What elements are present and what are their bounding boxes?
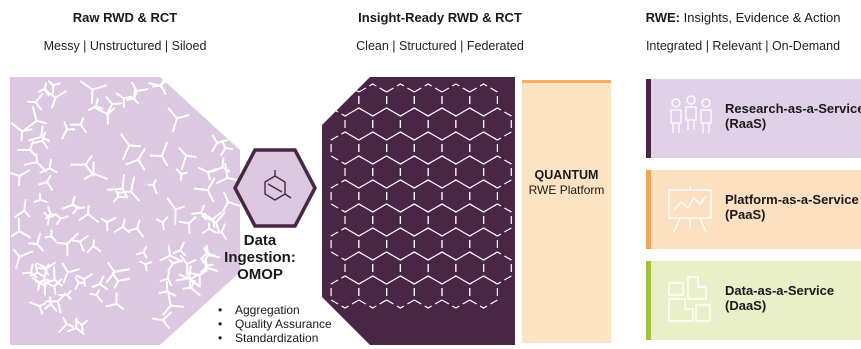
service-stripe [646, 79, 651, 158]
service-daas: Data-as-a-Service (DaaS) [646, 261, 861, 340]
rwe-title: RWE: Insights, Evidence & Action [625, 10, 861, 25]
insight-ready-title: Insight-Ready RWD & RCT [358, 10, 522, 25]
ingestion-step: Quality Assurance [218, 317, 332, 331]
quantum-platform-panel: QUANTUM RWE Platform [522, 80, 611, 343]
raw-data-header: Raw RWD & RCT Messy | Unstructured | Sil… [20, 10, 230, 53]
raw-data-scatter [7, 75, 242, 335]
platform-top-bar [522, 80, 611, 83]
service-stripe [646, 170, 651, 249]
ingestion-step: Standardization [218, 331, 332, 345]
ingestion-title: Data Ingestion: OMOP [224, 232, 296, 283]
rwe-subtitle: Integrated | Relevant | On-Demand [645, 39, 841, 53]
ingestion-step: Aggregation [218, 303, 332, 317]
platform-subtitle: RWE Platform [528, 183, 605, 197]
raw-data-subtitle: Messy | Unstructured | Siloed [43, 39, 207, 53]
presentation-board-icon [668, 186, 712, 233]
platform-title: QUANTUM [534, 168, 599, 182]
rwe-header: RWE: Insights, Evidence & Action Integra… [625, 10, 861, 53]
insight-ready-subtitle: Clean | Structured | Federated [356, 39, 524, 53]
service-label: Data-as-a-Service (DaaS) [725, 283, 835, 313]
rwe-title-rest: Insights, Evidence & Action [680, 10, 841, 25]
ingestion-steps: Aggregation Quality Assurance Standardiz… [218, 303, 332, 345]
raw-data-title: Raw RWD & RCT [72, 10, 178, 25]
molecule-icon [264, 170, 292, 201]
insight-ready-header: Insight-Ready RWD & RCT Clean | Structur… [315, 10, 565, 53]
service-label: Research-as-a-Service (RaaS) [725, 101, 861, 131]
service-label: Platform-as-a-Service (PaaS) [725, 192, 859, 222]
service-stripe [646, 261, 651, 340]
service-raas: Research-as-a-Service (RaaS) [646, 79, 861, 158]
data-blocks-icon [668, 276, 711, 322]
service-paas: Platform-as-a-Service (PaaS) [646, 170, 861, 249]
rwe-title-bold: RWE: [645, 10, 680, 25]
raw-data-block [10, 77, 240, 345]
people-icon [670, 95, 712, 133]
structured-hex-grid [330, 83, 512, 309]
